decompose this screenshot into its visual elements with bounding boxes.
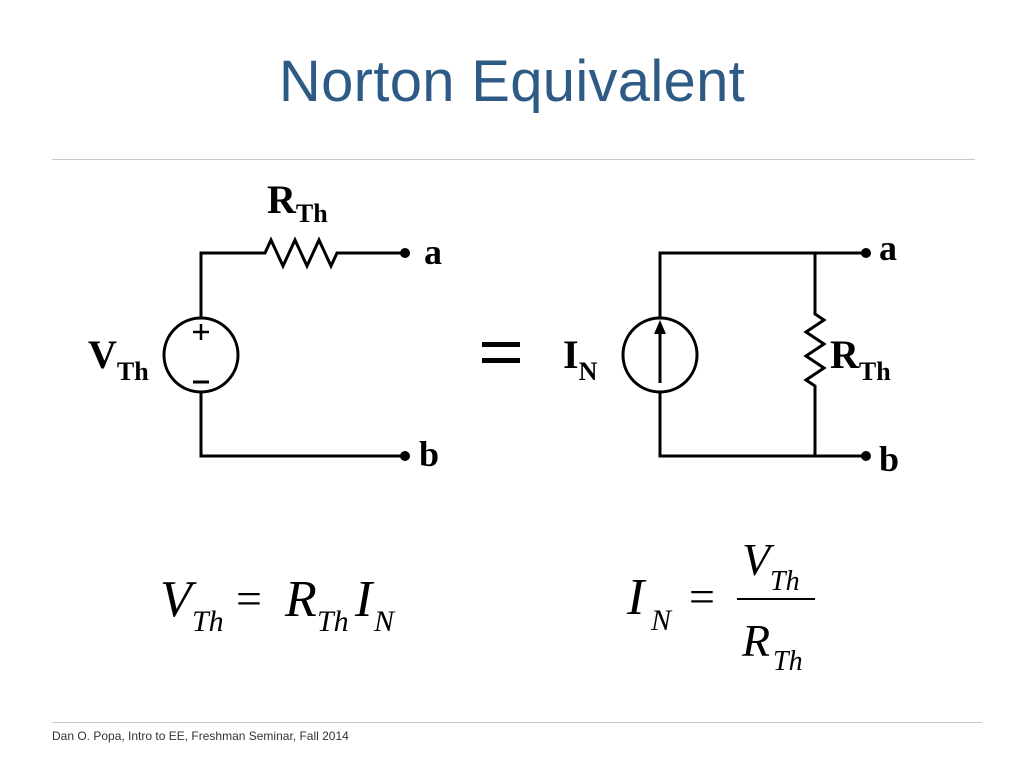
footer-divider [52, 722, 982, 723]
current-arrow-head [654, 320, 666, 334]
eq-left-i: I [354, 571, 375, 628]
eq-left-v-sub: Th [192, 605, 224, 638]
title-divider [52, 159, 975, 160]
norton-circuit [621, 251, 863, 458]
norton-source-label: IN [563, 332, 598, 386]
norton-resistor-branch [803, 253, 827, 456]
eq-left-r: R [284, 571, 317, 628]
current-source-symbol [621, 316, 699, 394]
thevenin-source-label: VTh [88, 332, 149, 386]
norton-resistor-label: RTh [830, 332, 891, 386]
eq-right-numerator-sub: Th [770, 566, 800, 597]
thevenin-resistor-label: RTh [267, 177, 328, 228]
eq-right-i: I [626, 569, 647, 626]
equation-norton-current: I N = V Th R Th [626, 534, 815, 677]
terminal-a-label-left: a [424, 232, 442, 272]
terminal-a-label-right: a [879, 228, 897, 268]
equals-sign-bottom [482, 358, 520, 363]
eq-right-equals: = [689, 571, 715, 622]
thevenin-circuit [162, 236, 402, 458]
equation-thevenin-voltage: V Th = R Th I N [160, 571, 396, 638]
slide-footer: Dan O. Popa, Intro to EE, Freshman Semin… [52, 729, 349, 743]
terminal-b-label-right: b [879, 439, 899, 479]
slide-title: Norton Equivalent [278, 49, 746, 114]
eq-left-equals: = [236, 573, 262, 624]
terminal-b-dot-right [861, 451, 871, 461]
eq-left-i-sub: N [373, 605, 396, 638]
eq-right-numerator: V [742, 534, 775, 585]
equals-sign-top [482, 342, 520, 347]
terminal-b-label-left: b [419, 434, 439, 474]
eq-left-r-sub: Th [317, 605, 349, 638]
eq-left-v: V [160, 571, 197, 628]
terminal-b-dot-left [400, 451, 410, 461]
eq-right-i-sub: N [650, 604, 673, 637]
thevenin-wire-bottom [199, 393, 402, 458]
terminal-a-dot-left [400, 248, 410, 258]
norton-wire-left-top [658, 251, 863, 318]
eq-right-denominator-sub: Th [773, 646, 803, 677]
terminal-a-dot-right [861, 248, 871, 258]
thevenin-wire-top [199, 236, 402, 318]
eq-right-denominator: R [741, 615, 770, 666]
voltage-source-symbol [162, 316, 240, 394]
norton-wire-left-bottom [658, 392, 863, 458]
